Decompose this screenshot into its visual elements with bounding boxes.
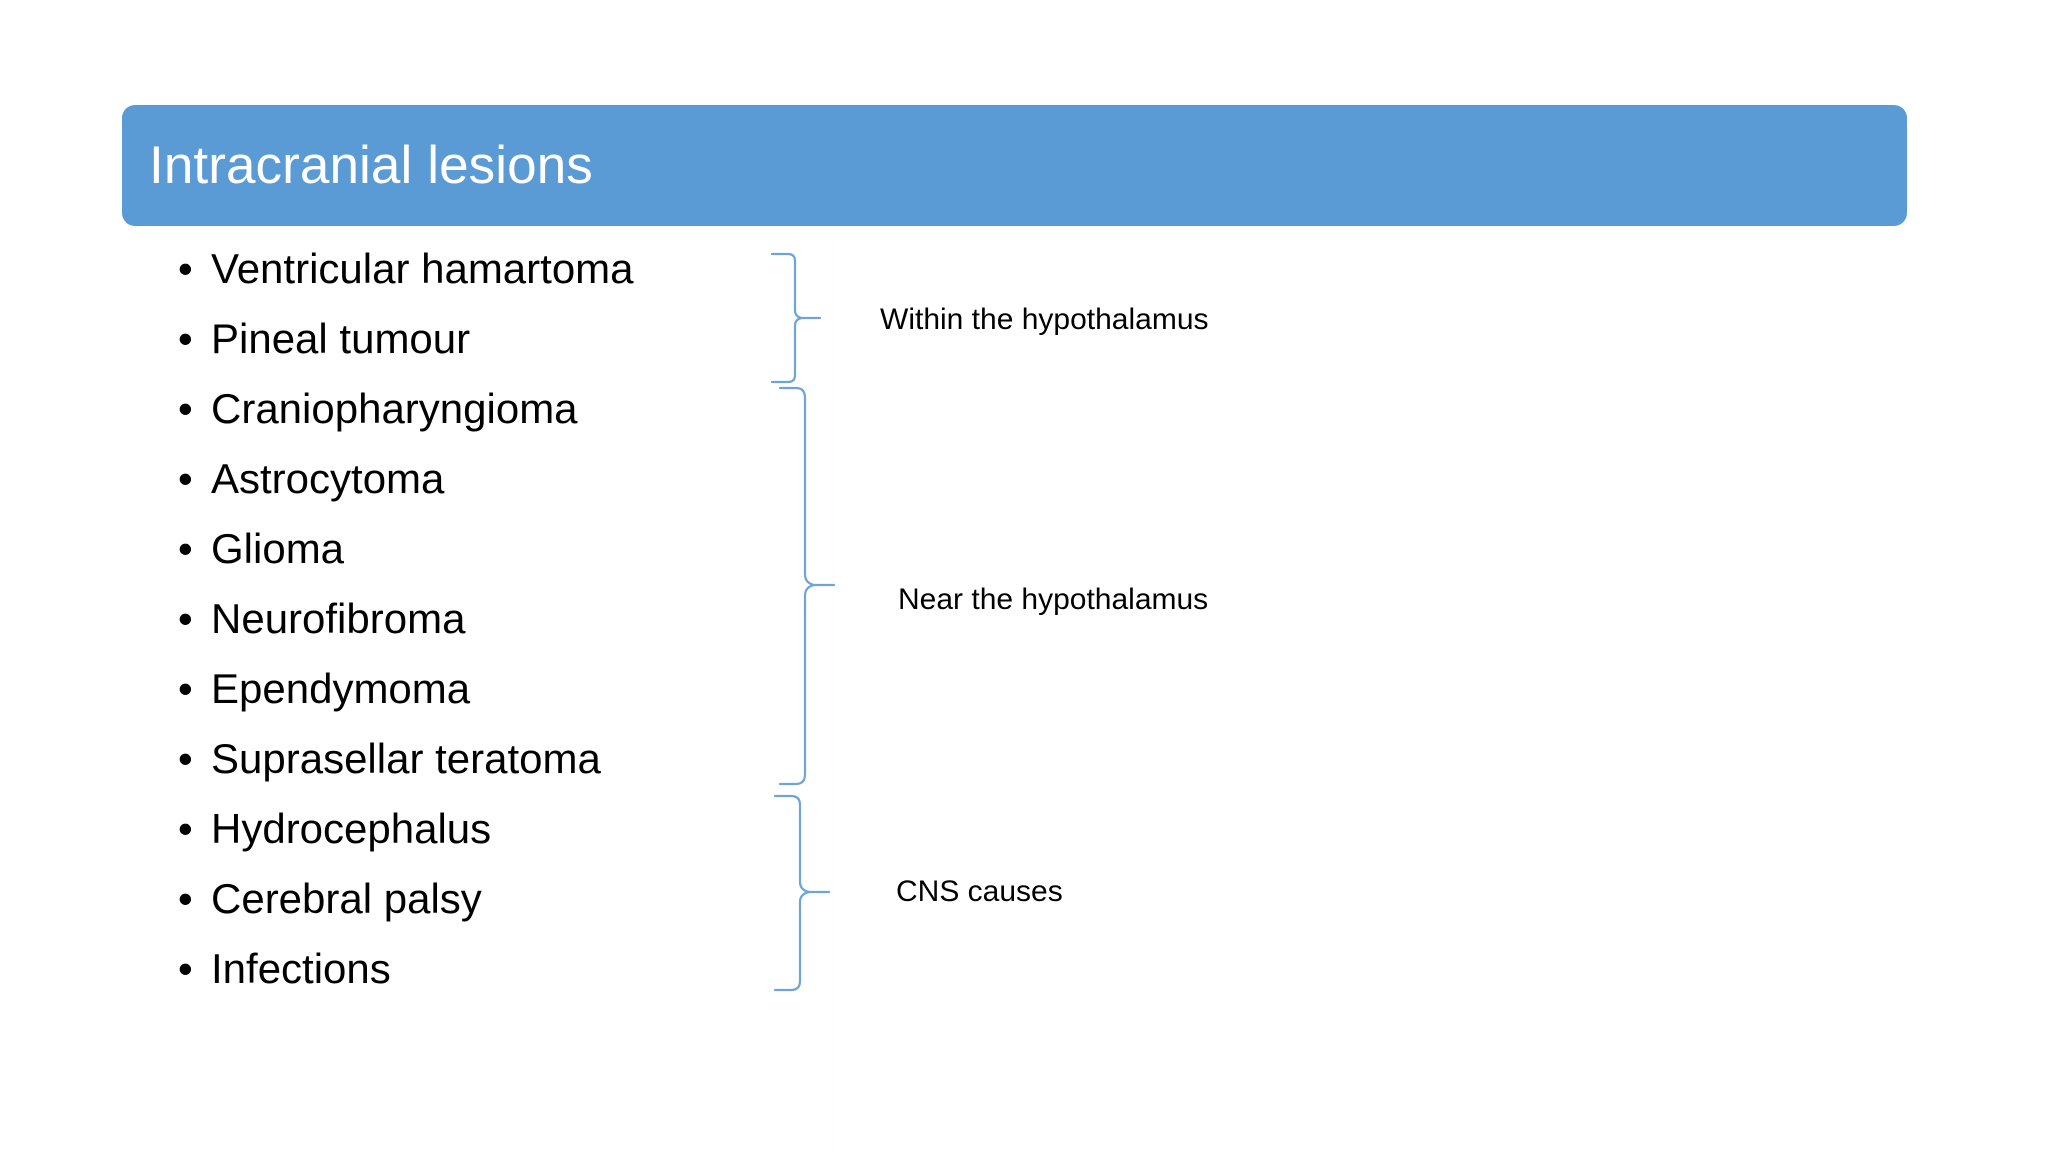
list-item: • Astrocytoma bbox=[178, 444, 798, 514]
bullet-dot-icon: • bbox=[178, 875, 193, 922]
list-item-label: Pineal tumour bbox=[211, 315, 471, 362]
curly-brace-icon bbox=[778, 386, 836, 786]
page-title: Intracranial lesions bbox=[149, 135, 593, 195]
group-brace-1 bbox=[770, 252, 830, 384]
list-item-label: Hydrocephalus bbox=[211, 805, 492, 852]
list-item-label: Suprasellar teratoma bbox=[211, 735, 601, 782]
list-item: • Infections bbox=[178, 934, 798, 1004]
list-item: • Suprasellar teratoma bbox=[178, 724, 798, 794]
curly-brace-icon bbox=[770, 252, 822, 384]
bullet-dot-icon: • bbox=[178, 665, 193, 712]
bullet-dot-icon: • bbox=[178, 245, 193, 292]
bullet-dot-icon: • bbox=[178, 595, 193, 642]
list-item-label: Cerebral palsy bbox=[211, 875, 482, 922]
list-item: • Craniopharyngioma bbox=[178, 374, 798, 444]
list-item-label: Ependymoma bbox=[211, 665, 471, 712]
list-item-label: Ventricular hamartoma bbox=[211, 245, 634, 292]
list-item-label: Infections bbox=[211, 945, 391, 992]
group-label-within-hypothalamus: Within the hypothalamus bbox=[880, 303, 1209, 336]
bullet-dot-icon: • bbox=[178, 805, 193, 852]
group-brace-2 bbox=[778, 386, 840, 786]
list-item: • Glioma bbox=[178, 514, 798, 584]
list-item: • Hydrocephalus bbox=[178, 794, 798, 864]
list-item: • Cerebral palsy bbox=[178, 864, 798, 934]
list-item: • Neurofibroma bbox=[178, 584, 798, 654]
list-item: • Pineal tumour bbox=[178, 304, 798, 374]
list-item-label: Neurofibroma bbox=[211, 595, 466, 642]
lesion-bullet-list: • Ventricular hamartoma • Pineal tumour … bbox=[178, 234, 798, 1004]
bullet-dot-icon: • bbox=[178, 315, 193, 362]
bullet-dot-icon: • bbox=[178, 735, 193, 782]
bullet-dot-icon: • bbox=[178, 945, 193, 992]
list-item-label: Craniopharyngioma bbox=[211, 385, 578, 432]
bullet-dot-icon: • bbox=[178, 455, 193, 502]
list-item: • Ependymoma bbox=[178, 654, 798, 724]
list-item-label: Astrocytoma bbox=[211, 455, 445, 502]
bullet-dot-icon: • bbox=[178, 525, 193, 572]
bullet-dot-icon: • bbox=[178, 385, 193, 432]
curly-brace-icon bbox=[773, 794, 831, 992]
list-item: • Ventricular hamartoma bbox=[178, 234, 798, 304]
group-brace-3 bbox=[773, 794, 835, 992]
group-label-near-hypothalamus: Near the hypothalamus bbox=[898, 583, 1209, 616]
group-label-cns-causes: CNS causes bbox=[896, 875, 1063, 908]
content-placeholder-edge bbox=[832, 226, 833, 1152]
list-item-label: Glioma bbox=[211, 525, 345, 572]
title-banner: Intracranial lesions bbox=[122, 105, 1907, 226]
